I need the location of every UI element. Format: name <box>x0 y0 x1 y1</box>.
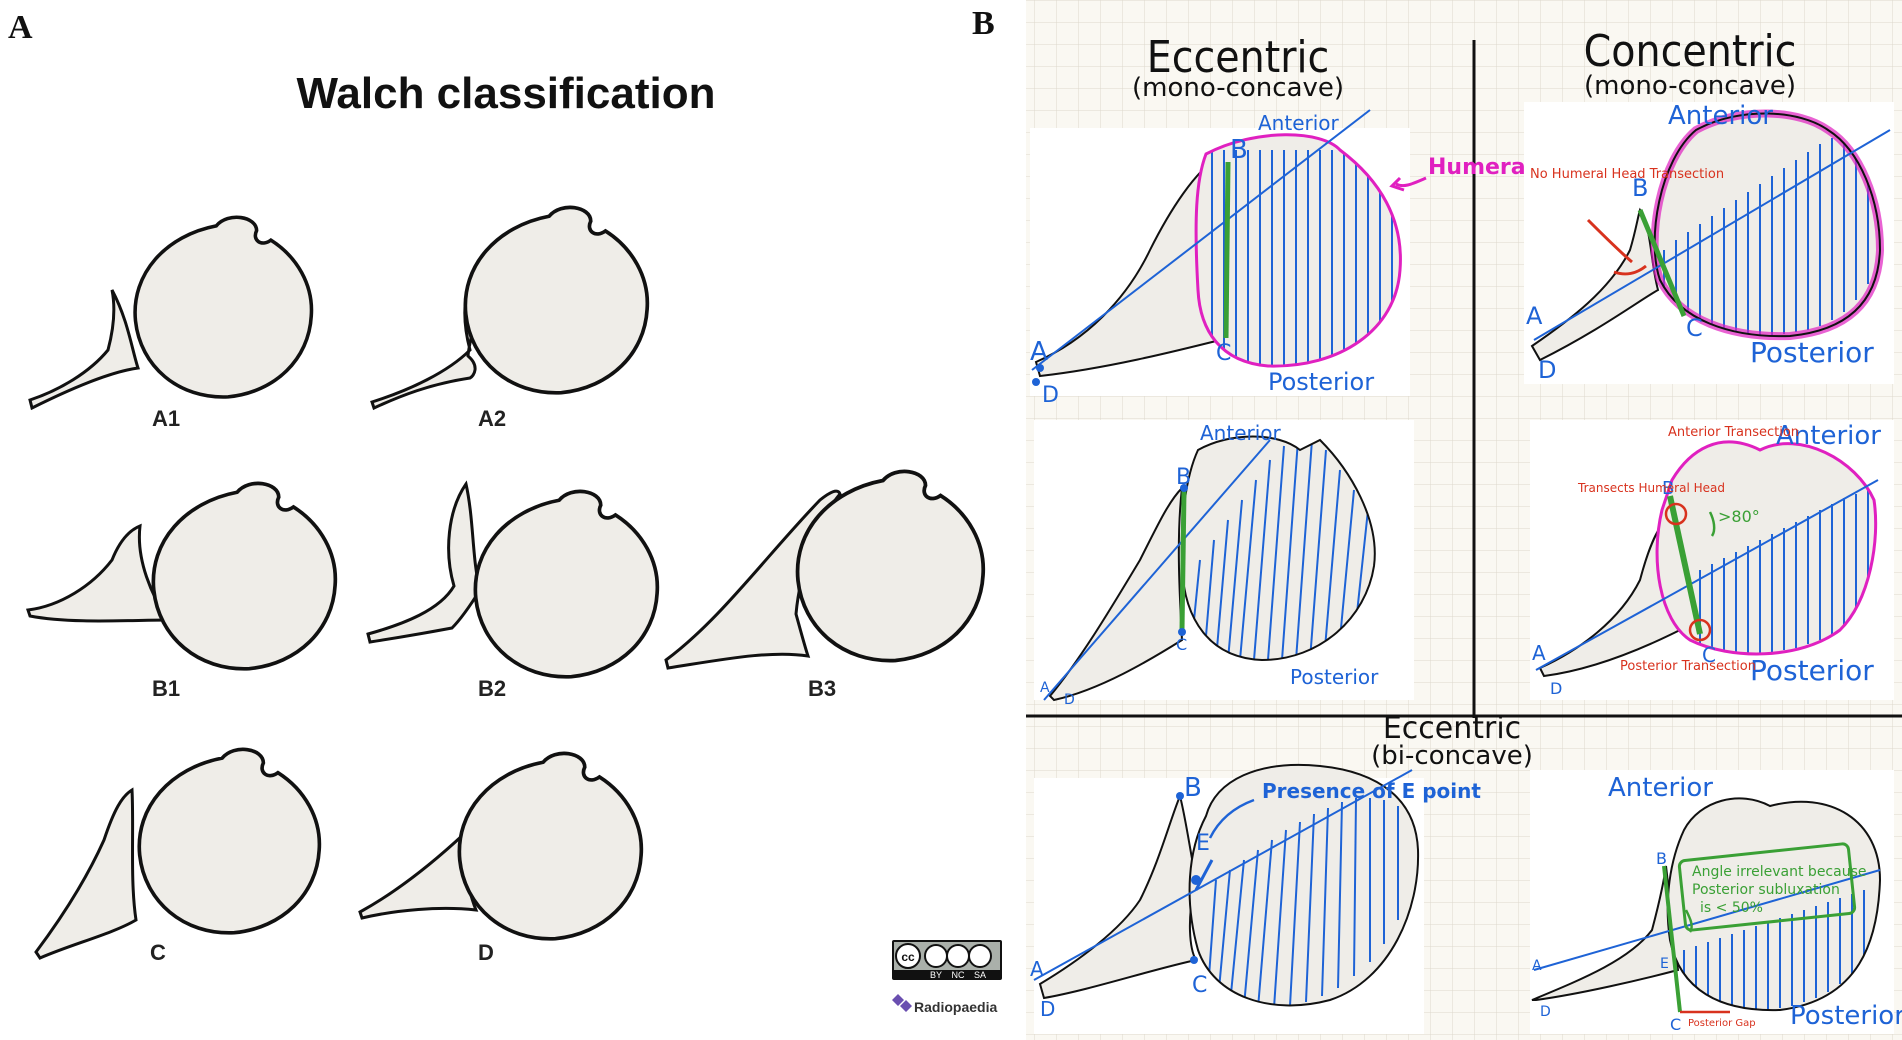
q3-point-b: B <box>1632 174 1648 202</box>
q5-point-d: D <box>1040 997 1055 1021</box>
q5-point-a: A <box>1030 957 1044 981</box>
walch-label-b3: B3 <box>808 676 836 701</box>
q3-posterior-label: Posterior <box>1750 336 1874 369</box>
q4-point-a: A <box>1532 641 1546 665</box>
q3-point-c: C <box>1686 314 1703 342</box>
walch-label-a1: A1 <box>152 406 180 431</box>
anterior-transection-label: Anterior Transection <box>1668 425 1799 440</box>
q3-point-a: A <box>1526 302 1543 330</box>
panel-b-letter: B <box>972 5 995 42</box>
q2-point-b: B <box>1176 465 1191 490</box>
q4-point-b: B <box>1662 478 1674 499</box>
eccentric-mono-bottom-diagram <box>1034 420 1414 702</box>
walch-c-diagram <box>34 747 322 960</box>
q2-point-d: D <box>1064 692 1075 708</box>
q4-point-c: C <box>1702 643 1716 667</box>
cc-nc: NC <box>952 970 965 980</box>
q1-anterior-label: Anterior <box>1258 111 1340 135</box>
q5-point-c: C <box>1192 973 1207 998</box>
q6-anterior-label: Anterior <box>1608 773 1713 803</box>
e-point-label: Presence of E point <box>1262 779 1481 803</box>
q5-point-b: B <box>1184 773 1202 803</box>
concentric-mono-subtitle: (mono-concave) <box>1584 71 1796 101</box>
walch-title: Walch classification <box>297 69 716 118</box>
walch-label-c: C <box>150 940 166 965</box>
walch-a2-diagram <box>370 205 650 411</box>
concentric-top-diagram <box>1524 102 1894 384</box>
q1-point-a: A <box>1030 337 1048 367</box>
q4-anterior-label: Anterior <box>1776 421 1881 451</box>
walch-b1-diagram <box>25 481 338 671</box>
posterior-transection-label: Posterior Transection <box>1620 659 1756 674</box>
eccentric-mono-title: Eccentric <box>1147 32 1330 83</box>
transects-head-label: Transects Humeral Head <box>1577 481 1725 495</box>
angle-note-line3: is < 50% <box>1700 900 1763 916</box>
q1-point-c: C <box>1216 341 1231 366</box>
angle-note-line1: Angle irrelevant because <box>1692 864 1867 880</box>
q1-point-b: B <box>1230 135 1248 165</box>
q5-point-e: E <box>1196 831 1210 856</box>
walch-label-d: D <box>478 940 494 965</box>
walch-b3-diagram <box>664 469 986 670</box>
concentric-mono-title: Concentric <box>1584 26 1797 77</box>
q2-posterior-label: Posterior <box>1290 665 1379 689</box>
panel-a-letter: A <box>8 9 33 46</box>
posterior-gap-label: Posterior Gap <box>1688 1018 1756 1029</box>
q3-anterior-label: Anterior <box>1668 101 1773 131</box>
q4-posterior-label: Posterior <box>1750 654 1874 687</box>
concentric-bottom-diagram <box>1530 420 1894 700</box>
q6-point-c: C <box>1670 1015 1681 1034</box>
cc-license-badge: cc BY NC SA <box>892 940 1002 980</box>
q6-posterior-label: Posterior <box>1790 1001 1902 1031</box>
q2-point-c: C <box>1176 635 1187 654</box>
svg-text:cc: cc <box>901 950 915 964</box>
eccentric-bi-right-diagram <box>1530 770 1894 1034</box>
walch-label-b2: B2 <box>478 676 506 701</box>
angle-note-line2: Posterior subluxation <box>1692 882 1840 898</box>
q1-point-d: D <box>1042 383 1059 408</box>
q4-point-d: D <box>1550 679 1562 698</box>
radiopaedia-logo: Radiopaedia <box>892 994 997 1015</box>
eccentric-bi-subtitle: (bi-concave) <box>1371 741 1533 771</box>
q3-point-d: D <box>1538 356 1556 384</box>
cc-sa: SA <box>974 970 986 980</box>
walch-d-diagram <box>358 751 644 941</box>
q6-point-b: B <box>1656 849 1667 868</box>
walch-label-b1: B1 <box>152 676 180 701</box>
angle-label: >80° <box>1718 507 1760 526</box>
q1-posterior-label: Posterior <box>1268 368 1374 396</box>
q6-point-d: D <box>1540 1004 1551 1020</box>
eccentric-bi-title: Eccentric <box>1383 711 1521 746</box>
walch-b2-diagram <box>366 480 660 679</box>
q6-point-a: A <box>1532 958 1542 974</box>
cc-by: BY <box>930 970 942 980</box>
eccentric-mono-top-diagram <box>1030 109 1410 396</box>
eccentric-mono-subtitle: (mono-concave) <box>1132 73 1344 103</box>
q6-point-e: E <box>1660 956 1669 972</box>
walch-label-a2: A2 <box>478 406 506 431</box>
eccentric-bi-left-diagram <box>1033 764 1424 1034</box>
no-transection-label: No Humeral Head Transection <box>1530 167 1724 182</box>
radiopaedia-brand: Radiopaedia <box>914 999 997 1015</box>
walch-a1-diagram <box>28 215 314 411</box>
q2-point-a: A <box>1040 680 1050 696</box>
q2-anterior-label: Anterior <box>1200 421 1282 445</box>
